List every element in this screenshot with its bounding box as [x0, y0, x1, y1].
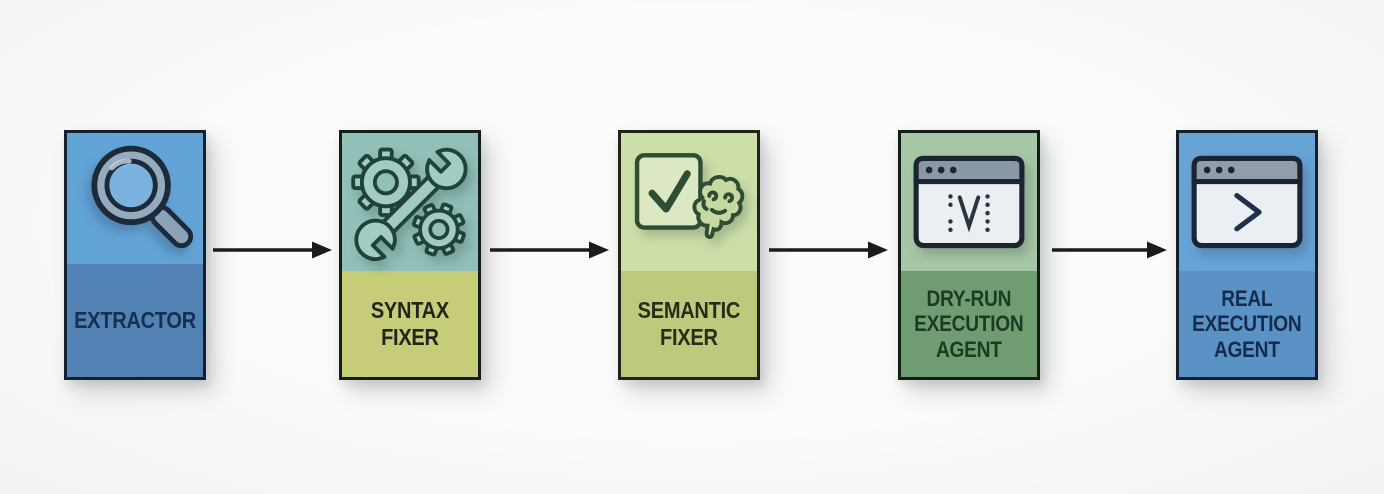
stage-box-syntax-fixer: SYNTAX FIXER [339, 130, 481, 380]
stage-icon-panel [621, 133, 757, 271]
terminal-window-icon [1191, 155, 1303, 249]
flow-arrow-2 [490, 241, 609, 259]
stage-box-semantic-fixer: SEMANTIC FIXER [618, 130, 760, 380]
flow-arrow-1 [213, 241, 332, 259]
stage-box-extractor: EXTRACTOR [64, 130, 206, 380]
stage-label-panel: SYNTAX FIXER [342, 270, 478, 377]
stage-icon-panel [901, 133, 1037, 271]
gears-wrench-icon [351, 147, 468, 261]
stage-label: SYNTAX FIXER [370, 297, 450, 350]
stage-label-panel: DRY-RUN EXECUTION AGENT [901, 270, 1037, 377]
flow-arrow-3 [769, 241, 888, 259]
stage-label-panel: EXTRACTOR [67, 263, 203, 377]
stage-label: REAL EXECUTION AGENT [1192, 285, 1302, 362]
dry-run-window-icon [913, 155, 1025, 249]
stage-box-real-execution-agent: REAL EXECUTION AGENT [1176, 130, 1318, 380]
stage-icon-panel [342, 133, 478, 271]
stage-label-panel: SEMANTIC FIXER [621, 270, 757, 377]
checklist-brain-icon [634, 153, 745, 239]
stage-label: DRY-RUN EXECUTION AGENT [914, 285, 1024, 362]
stage-label: EXTRACTOR [74, 306, 196, 333]
stage-icon-panel [67, 133, 203, 264]
stage-icon-panel [1179, 133, 1315, 271]
stage-label-panel: REAL EXECUTION AGENT [1179, 270, 1315, 377]
stage-label: SEMANTIC FIXER [637, 297, 741, 350]
stage-box-dry-run-execution-agent: DRY-RUN EXECUTION AGENT [898, 130, 1040, 380]
flow-arrow-4 [1052, 241, 1167, 259]
magnifier-icon [91, 145, 194, 249]
